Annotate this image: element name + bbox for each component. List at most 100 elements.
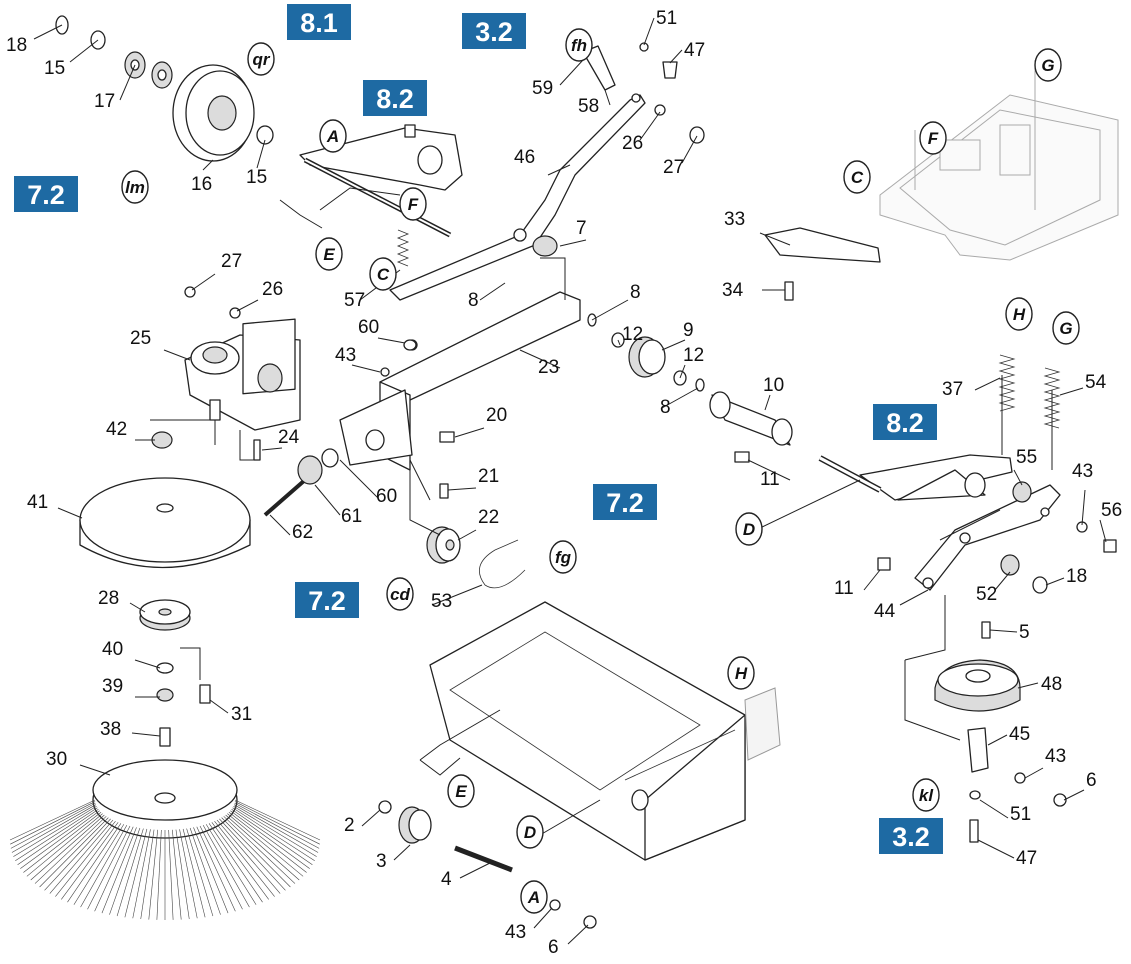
part-number: 28 (98, 588, 119, 609)
part-number: 37 (942, 379, 963, 400)
bristle (49, 819, 114, 894)
reference-label: G (1041, 56, 1054, 75)
leader-line (180, 647, 201, 680)
reference-marker: fh (565, 28, 593, 62)
reference-marker: A (319, 119, 347, 153)
bristle (10, 801, 96, 845)
part-number: 27 (221, 251, 242, 272)
bristle (168, 829, 174, 920)
shaft-4 (454, 845, 513, 873)
leader-line (457, 529, 477, 541)
section-badge[interactable]: 7.2 (593, 484, 657, 520)
bristle (234, 801, 320, 845)
leader-line (191, 273, 216, 291)
leader-line (134, 659, 161, 669)
part-number: 3 (376, 851, 387, 872)
section-badge[interactable]: 3.2 (879, 818, 943, 854)
part-number: 47 (684, 40, 705, 61)
leader-line (617, 339, 621, 346)
bristle (73, 824, 125, 905)
part-number: 42 (106, 419, 127, 440)
reference-oval (1034, 48, 1062, 82)
reference-oval (919, 121, 947, 155)
bushing-60b (403, 339, 417, 351)
washer-40 (156, 662, 174, 674)
section-badge[interactable]: 3.2 (462, 13, 526, 49)
part-number: 40 (102, 639, 123, 660)
spring-37 (998, 354, 1016, 412)
leader-line (256, 139, 266, 169)
reference-oval (121, 170, 149, 204)
tension-arm (818, 454, 1013, 501)
bristle (234, 799, 321, 841)
rubber-mount (934, 659, 1021, 712)
section-badge[interactable]: 8.1 (287, 4, 351, 40)
reference-label: D (524, 823, 536, 842)
brush-hub (139, 599, 191, 631)
part-number: 26 (262, 279, 283, 300)
bristle (172, 829, 182, 920)
bristle (116, 828, 144, 917)
leader-line (479, 282, 506, 301)
section-badge[interactable]: 8.2 (363, 80, 427, 116)
bristle (225, 814, 300, 881)
bristle (214, 821, 275, 897)
leader-line (547, 164, 571, 176)
reference-oval (912, 778, 940, 812)
bristle (193, 827, 229, 914)
bolt-11b (877, 557, 891, 571)
leader-line (539, 799, 601, 836)
leader-line (681, 135, 698, 164)
reference-marker: F (399, 187, 427, 221)
bristle (231, 809, 313, 865)
roller-tube (709, 391, 793, 446)
reference-marker: lm (121, 170, 149, 204)
bushing-7 (532, 235, 558, 257)
part-number: 51 (656, 8, 677, 29)
part-number: 24 (278, 427, 300, 448)
section-badge[interactable]: 7.2 (14, 176, 78, 212)
part-number: 39 (102, 676, 123, 697)
pulley-wheel (172, 64, 255, 162)
reference-oval (247, 42, 275, 76)
reference-oval (549, 540, 577, 574)
reference-label: A (326, 127, 339, 146)
leader-line (69, 39, 99, 63)
leader-line (33, 24, 63, 40)
part-number: 27 (663, 157, 684, 178)
leader-line (863, 569, 881, 591)
part-number: 46 (514, 147, 535, 168)
leader-line (163, 349, 191, 361)
key-24 (253, 439, 261, 461)
leader-line (1024, 767, 1044, 779)
bristle (202, 825, 250, 908)
bolt-20 (439, 431, 455, 443)
leader-line (1017, 682, 1039, 689)
leader-line (361, 809, 381, 827)
part-number: 20 (486, 405, 507, 426)
section-badge[interactable]: 8.2 (873, 404, 937, 440)
part-number: 56 (1101, 500, 1122, 521)
part-number: 43 (1045, 746, 1066, 767)
reference-oval (1005, 297, 1033, 331)
part-number: 44 (874, 601, 896, 622)
leader-line (899, 589, 929, 606)
bristle (132, 829, 151, 919)
lever-arm (389, 93, 646, 301)
leader-line (351, 364, 381, 373)
bolt-62 (263, 478, 307, 517)
bristle (26, 813, 103, 877)
leader-line (939, 509, 1001, 541)
leader-lines (33, 17, 1107, 945)
section-badge[interactable]: 7.2 (295, 582, 359, 618)
part-number: 31 (231, 704, 252, 725)
leader-line (236, 299, 259, 312)
reference-marker: G (1034, 48, 1062, 82)
part-number: 6 (1086, 770, 1097, 791)
reference-oval (319, 119, 347, 153)
leader-line (202, 159, 214, 171)
part-number: 8 (630, 282, 641, 303)
bristle (233, 804, 319, 853)
chassis-frame (879, 60, 1119, 261)
